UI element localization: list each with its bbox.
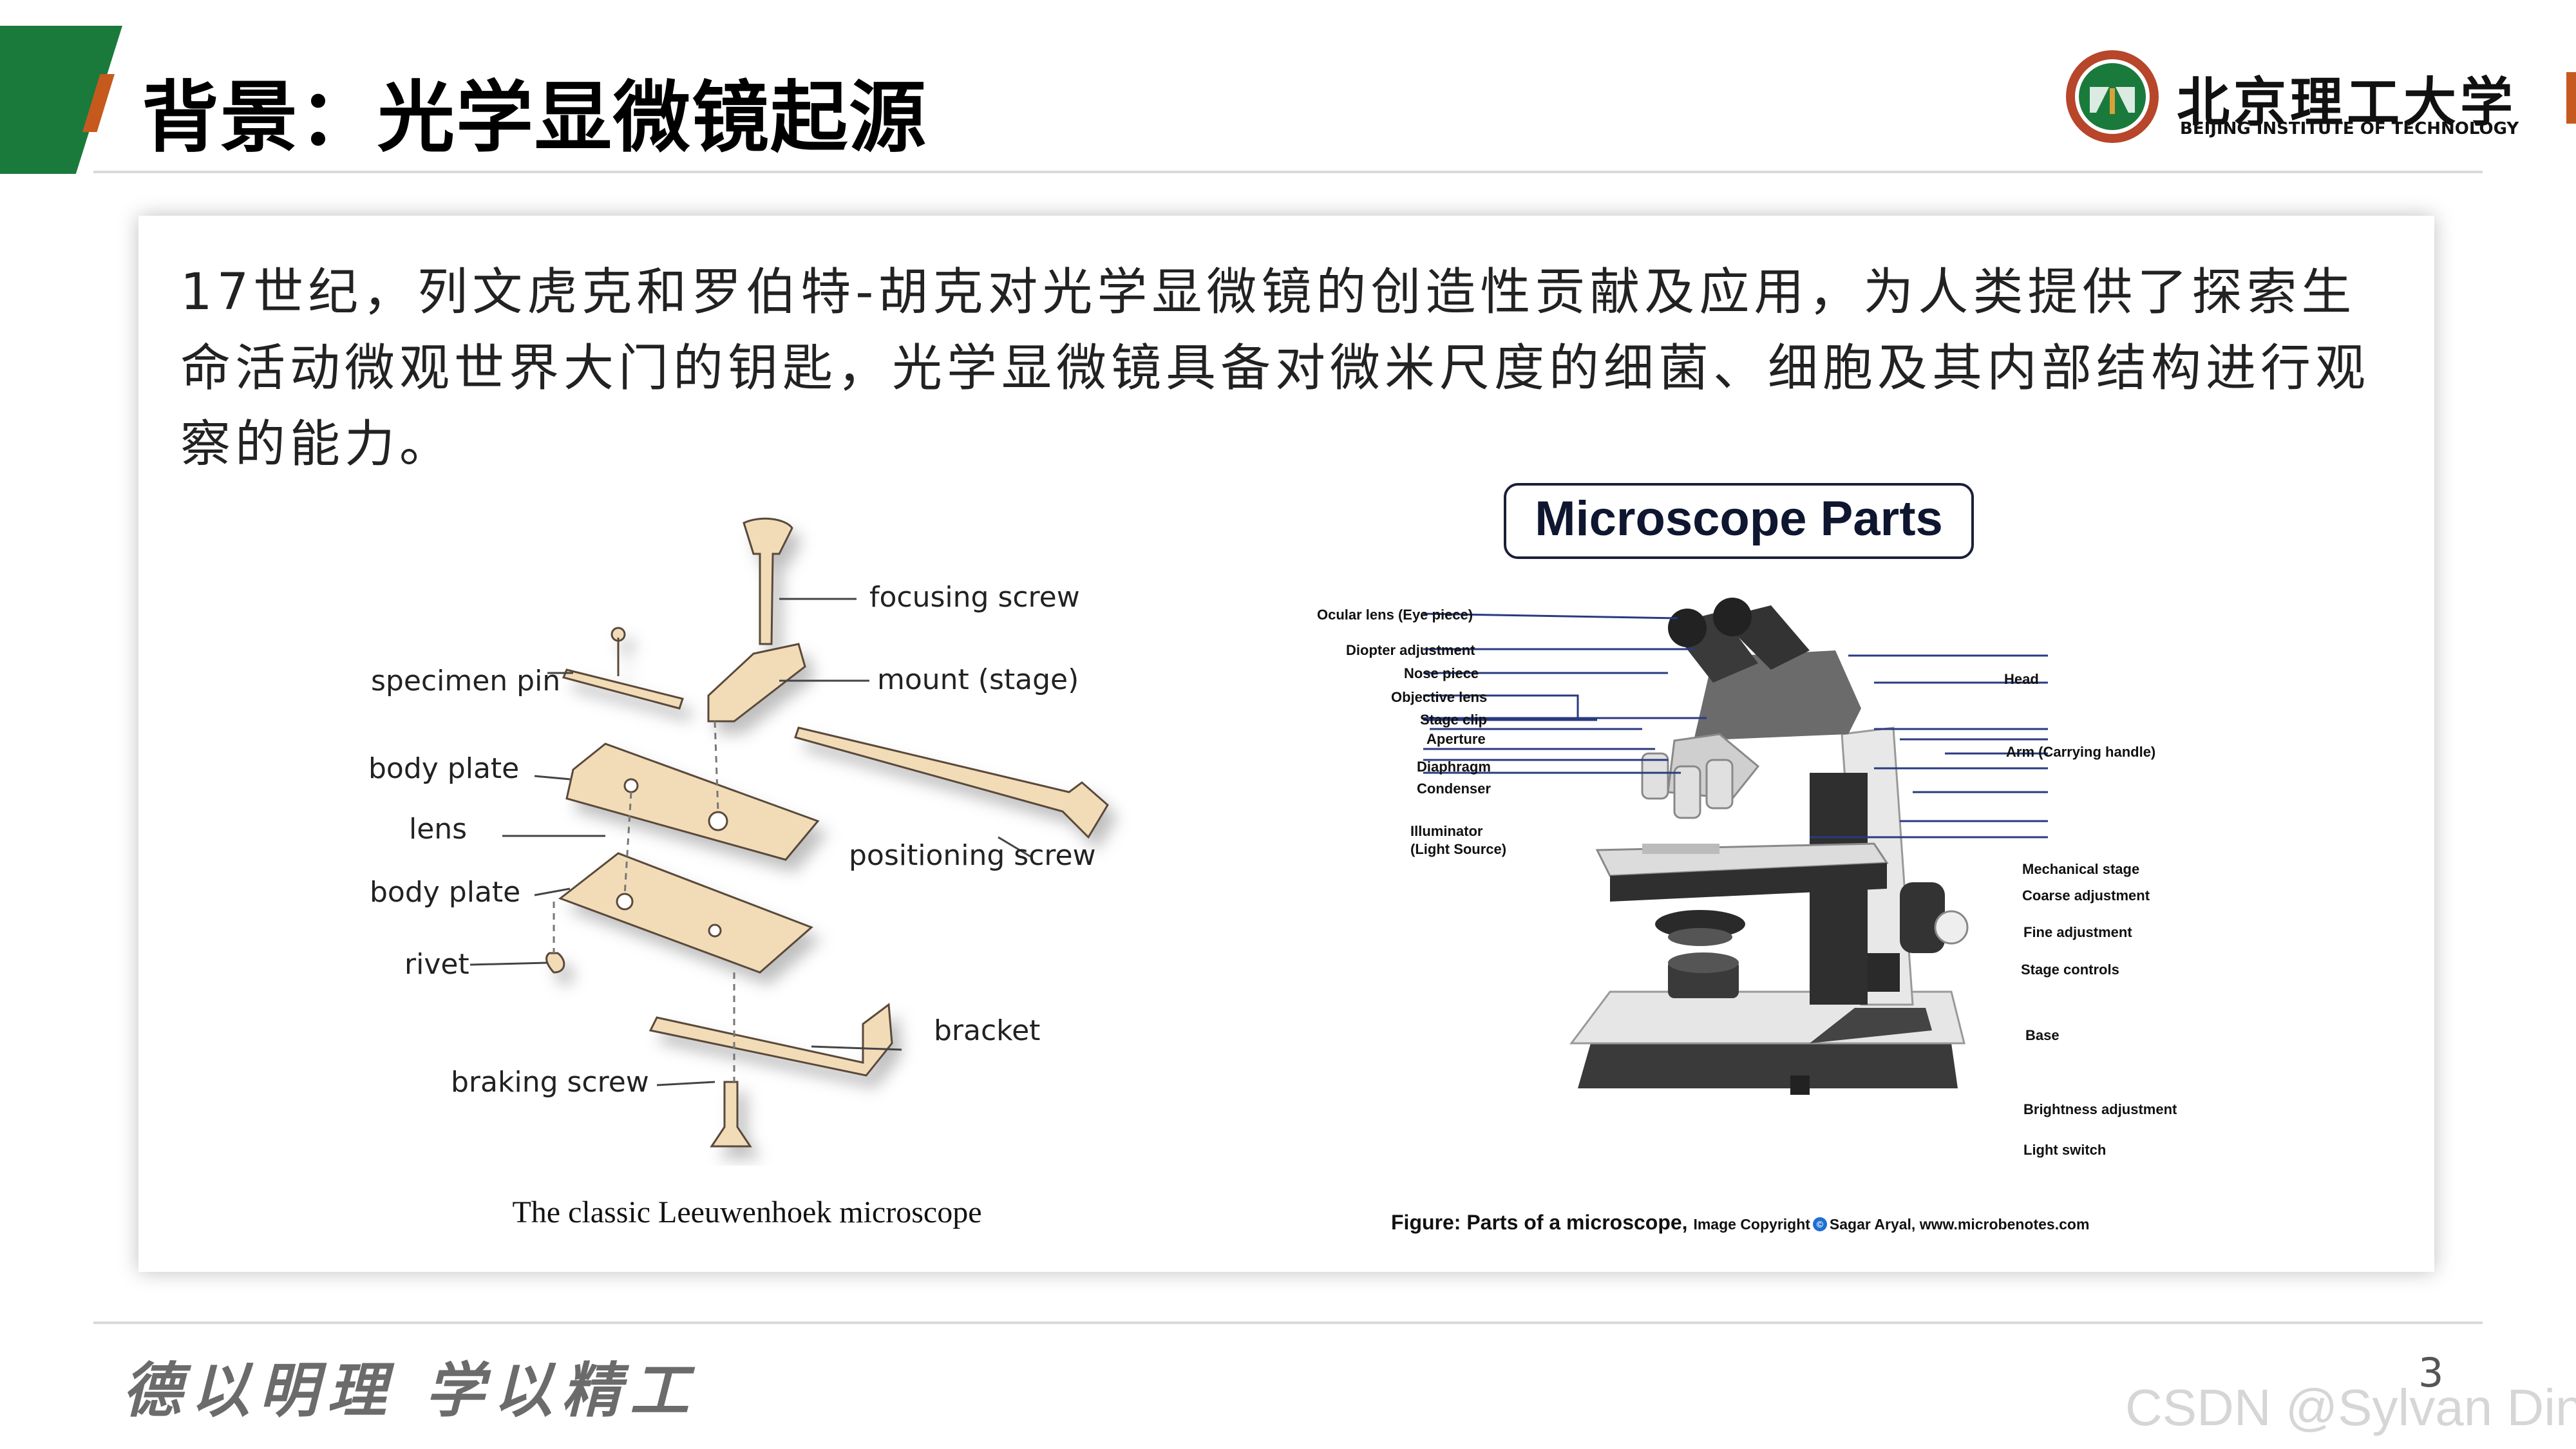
focusing-screw-shape <box>743 517 793 645</box>
university-name-en: BEIJING INSTITUTE OF TECHNOLOGY <box>2180 119 2519 138</box>
leader-lines <box>1423 612 2048 838</box>
microscope-illustration <box>1569 598 1969 1095</box>
label-ocular-lens: Ocular lens (Eye piece) <box>1317 607 1473 623</box>
specimen-pin-shape <box>562 668 684 710</box>
university-seal-icon <box>2066 50 2159 143</box>
microscope-parts-title-box <box>1504 483 1974 559</box>
label-base: Base <box>2025 1027 2060 1043</box>
label-mount-stage: mount (stage) <box>877 663 1079 696</box>
label-light-source: (Light Source) <box>1410 841 1506 857</box>
label-diaphragm: Diaphragm <box>1417 759 1491 775</box>
label-arm: Arm (Carrying handle) <box>2006 744 2155 760</box>
slide-title: 背景：光学显微镜起源 <box>142 73 927 163</box>
label-brightness-adjustment: Brightness adjustment <box>2023 1101 2177 1117</box>
label-braking-screw: braking screw <box>451 1066 649 1099</box>
label-body-plate-bottom: body plate <box>370 876 520 909</box>
microscope-figure-caption: Figure: Parts of a microscope, Image Cop… <box>1391 1211 2089 1235</box>
label-specimen-pin: specimen pin <box>371 665 560 697</box>
content-panel <box>138 216 2434 1272</box>
label-positioning-screw: positioning screw <box>849 839 1096 872</box>
braking-screw-shape <box>710 1081 752 1148</box>
university-motto: 德以明理 学以精工 <box>122 1356 699 1425</box>
mount-stage-shape <box>707 643 806 723</box>
body-plate-top-shape <box>565 743 820 861</box>
label-light-switch: Light switch <box>2023 1142 2106 1158</box>
label-fine-adjustment: Fine adjustment <box>2023 924 2132 940</box>
label-head: Head <box>2004 671 2039 687</box>
label-illuminator: Illuminator <box>1410 823 1483 839</box>
intro-paragraph: 17世纪，列文虎克和罗伯特-胡克对光学显微镜的创造性贡献及应用，为人类提供了探索… <box>180 263 2371 473</box>
copyright-icon: © <box>1812 1217 1827 1231</box>
label-diopter-adjustment: Diopter adjustment <box>1346 642 1475 658</box>
label-rivet: rivet <box>404 948 469 981</box>
label-lens: lens <box>409 813 467 846</box>
label-coarse-adjustment: Coarse adjustment <box>2022 887 2150 904</box>
label-focusing-screw: focusing screw <box>869 581 1080 614</box>
microscope-parts-title: Microscope Parts <box>1535 491 1943 546</box>
csdn-watermark: CSDN @Sylvan Ding <box>2125 1379 2576 1436</box>
label-bracket: bracket <box>934 1014 1040 1047</box>
label-condenser: Condenser <box>1417 781 1491 797</box>
label-stage-controls: Stage controls <box>2021 961 2119 978</box>
caption-copyright-prefix: Image Copyright <box>1693 1216 1810 1233</box>
microscope-diagram: Ocular lens (Eye piece) Diopter adjustme… <box>1317 598 2177 1158</box>
label-nose-piece: Nose piece <box>1404 665 1479 681</box>
leeuwenhoek-caption: The classic Leeuwenhoek microscope <box>512 1195 982 1229</box>
header-divider <box>93 171 2483 173</box>
leeuwenhoek-diagram: focusing screw mount (stage) specimen pi… <box>368 517 1109 1148</box>
label-objective-lens: Objective lens <box>1391 689 1487 705</box>
label-aperture: Aperture <box>1426 731 1486 747</box>
rivet-shape <box>545 952 565 974</box>
label-body-plate-top: body plate <box>368 752 519 785</box>
bracket-shape <box>649 1003 893 1077</box>
footer-divider <box>93 1321 2483 1324</box>
label-mechanical-stage: Mechanical stage <box>2022 861 2139 877</box>
page-number: 3 <box>2418 1349 2444 1396</box>
label-stage-clip: Stage clip <box>1420 712 1487 728</box>
caption-main: Figure: Parts of a microscope, <box>1391 1211 1688 1234</box>
body-plate-bottom-shape <box>558 852 813 974</box>
caption-copyright-suffix: Sagar Aryal, www.microbenotes.com <box>1829 1216 2090 1233</box>
header-right-tick <box>2566 72 2576 124</box>
positioning-screw-shape <box>794 726 1109 839</box>
university-name-cn: 北京理工大学 <box>2177 71 2517 133</box>
